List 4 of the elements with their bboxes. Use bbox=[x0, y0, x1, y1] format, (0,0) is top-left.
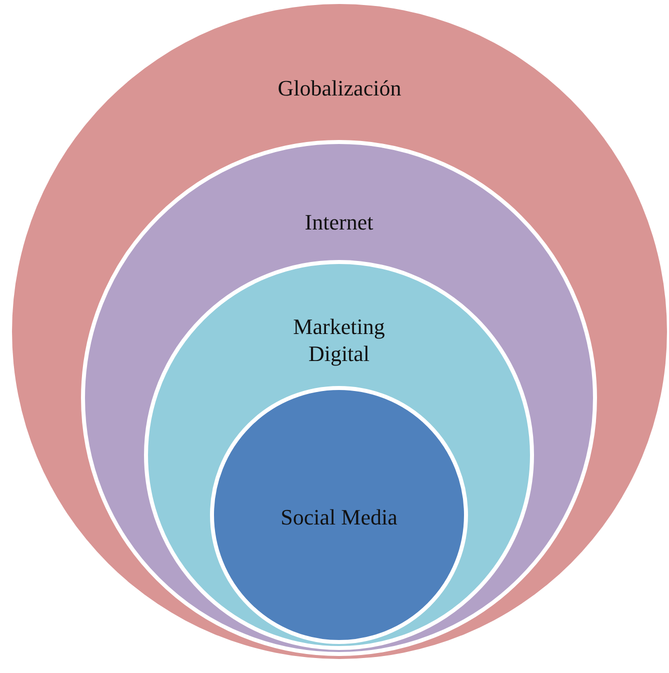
circle-label: Internet bbox=[304, 208, 374, 236]
circle-label: Globalización bbox=[276, 74, 402, 102]
circle-label: Social Media bbox=[280, 504, 398, 530]
circle-label: Marketing Digital bbox=[292, 313, 386, 367]
